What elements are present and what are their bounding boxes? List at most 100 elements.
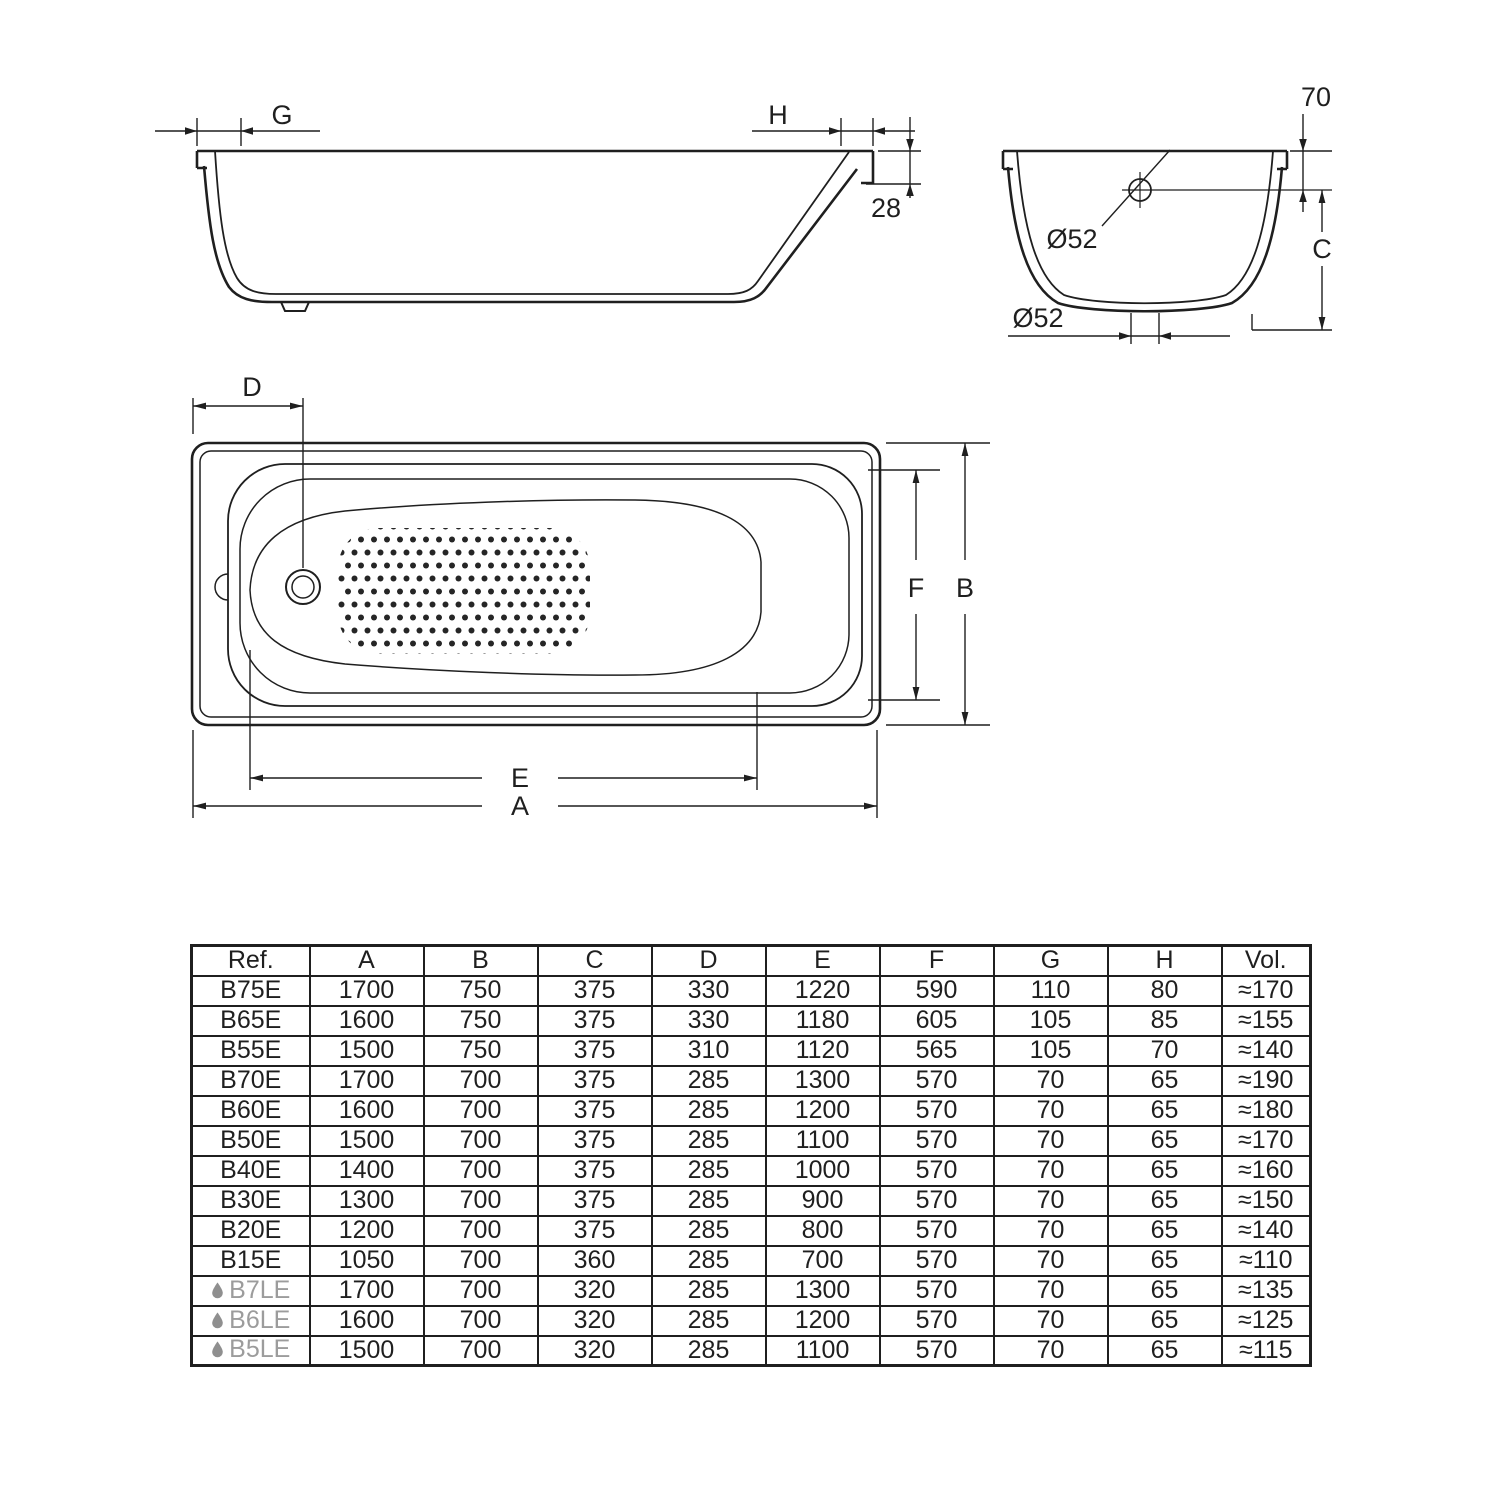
column-header-h: H	[1106, 944, 1223, 977]
ref-cell: B7LE	[190, 1274, 311, 1307]
cell-c: 320	[536, 1304, 653, 1337]
ref-label: B60E	[220, 1096, 282, 1124]
ref-wrap: B30E	[220, 1188, 281, 1213]
cell-c: 375	[536, 1154, 653, 1187]
ref-wrap: B5LE	[211, 1337, 290, 1362]
cell-b: 700	[422, 1214, 539, 1247]
rim-height-arrow-top	[906, 139, 914, 151]
ref-wrap: B70E	[220, 1068, 281, 1093]
f-extension-lines	[868, 469, 940, 701]
dim-label-e: E	[511, 763, 529, 793]
ref-cell: B55E	[190, 1034, 311, 1067]
cell-e: 1200	[764, 1304, 881, 1337]
cell-e: 1100	[764, 1124, 881, 1157]
cell-b: 700	[422, 1274, 539, 1307]
cell-g: 70	[992, 1184, 1109, 1217]
basin-floor-edge	[249, 499, 762, 676]
overflow-leader-line	[1101, 149, 1171, 227]
column-header-e: E	[764, 944, 881, 977]
ref-wrap: B60E	[220, 1098, 281, 1123]
dim-label-a: A	[511, 791, 529, 821]
cell-vol: ≈155	[1220, 1004, 1312, 1037]
cell-a: 1700	[308, 974, 425, 1007]
cell-a: 1400	[308, 1154, 425, 1187]
cell-d: 285	[650, 1244, 767, 1277]
right-rim-lip	[861, 151, 875, 185]
cell-g: 70	[992, 1154, 1109, 1187]
cell-d: 285	[650, 1064, 767, 1097]
cell-vol: ≈170	[1220, 1124, 1312, 1157]
dim-label-70: 70	[1301, 82, 1331, 112]
cell-h: 65	[1106, 1184, 1223, 1217]
cell-h: 65	[1106, 1094, 1223, 1127]
cell-b: 700	[422, 1304, 539, 1337]
cell-vol: ≈140	[1220, 1214, 1312, 1247]
cell-g: 70	[992, 1064, 1109, 1097]
inner-rim-edge	[199, 450, 873, 718]
cell-f: 570	[878, 1064, 995, 1097]
cell-g: 105	[992, 1034, 1109, 1067]
basin-wall-edge	[239, 478, 850, 694]
dim-label-c: C	[1312, 234, 1332, 264]
drain-extension-lines	[1130, 313, 1160, 344]
ref-wrap: B65E	[220, 1008, 281, 1033]
cell-a: 1500	[308, 1334, 425, 1367]
plan-view: D F B E A	[190, 372, 990, 821]
ref-label: B75E	[220, 976, 282, 1004]
cell-h: 70	[1106, 1034, 1223, 1067]
cell-a: 1600	[308, 1094, 425, 1127]
cell-vol: ≈125	[1220, 1304, 1312, 1337]
bathtub-technical-drawing: G H 28 Ø52	[155, 82, 1332, 821]
outer-profile	[1006, 166, 1284, 313]
ref-label: B15E	[220, 1246, 282, 1274]
h-arrow-left	[829, 127, 841, 135]
ref-cell: B65E	[190, 1004, 311, 1037]
ref-label: B55E	[220, 1036, 282, 1064]
cell-f: 570	[878, 1304, 995, 1337]
cell-a: 1200	[308, 1214, 425, 1247]
cell-vol: ≈115	[1220, 1334, 1312, 1367]
cell-c: 375	[536, 1034, 653, 1067]
ref-label: B7LE	[229, 1275, 291, 1304]
g-extension-lines	[196, 118, 242, 146]
cell-c: 375	[536, 1214, 653, 1247]
outer-rim-edge	[190, 441, 882, 727]
drain-hole-inner	[291, 575, 315, 599]
g-arrow-right	[241, 127, 253, 135]
cell-e: 800	[764, 1214, 881, 1247]
ref-cell: B5LE	[190, 1334, 311, 1367]
cell-h: 65	[1106, 1274, 1223, 1307]
ref-wrap: B20E	[220, 1218, 281, 1243]
cell-f: 605	[878, 1004, 995, 1037]
offset70-arrow-bottom	[1299, 190, 1307, 202]
outer-profile	[202, 165, 859, 304]
cell-c: 375	[536, 1004, 653, 1037]
dim-label-g: G	[271, 100, 292, 130]
a-extension-lines	[192, 730, 878, 818]
cell-vol: ≈180	[1220, 1094, 1312, 1127]
cell-vol: ≈110	[1220, 1244, 1312, 1277]
cell-g: 70	[992, 1094, 1109, 1127]
cell-f: 570	[878, 1334, 995, 1367]
cell-e: 1100	[764, 1334, 881, 1367]
cell-h: 65	[1106, 1154, 1223, 1187]
cell-vol: ≈150	[1220, 1184, 1312, 1217]
anti-slip-pattern	[338, 528, 590, 654]
cell-a: 1600	[308, 1004, 425, 1037]
cell-d: 330	[650, 974, 767, 1007]
cell-c: 375	[536, 1094, 653, 1127]
ref-wrap: B50E	[220, 1128, 281, 1153]
cell-vol: ≈160	[1220, 1154, 1312, 1187]
ref-label: B5LE	[229, 1335, 291, 1364]
cell-b: 700	[422, 1244, 539, 1277]
cell-f: 570	[878, 1154, 995, 1187]
h-arrow-right	[873, 127, 885, 135]
cell-c: 375	[536, 1124, 653, 1157]
cell-g: 70	[992, 1214, 1109, 1247]
inner-profile	[1016, 150, 1274, 305]
